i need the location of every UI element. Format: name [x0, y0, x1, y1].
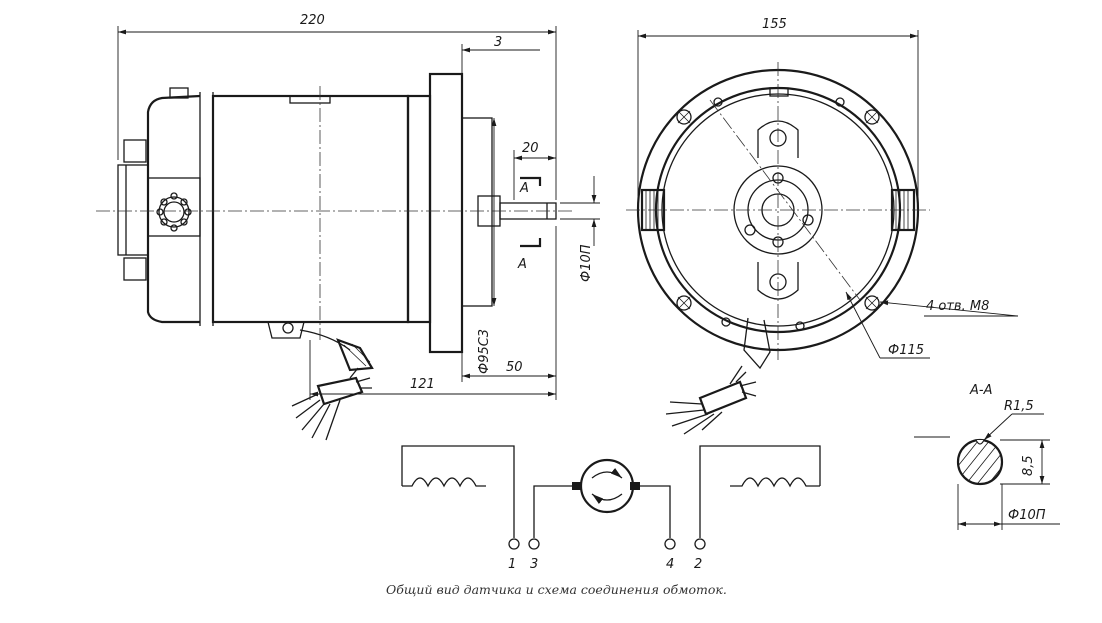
section-profile [956, 438, 1004, 486]
rear-flange [406, 94, 432, 324]
hub-outer [733, 165, 823, 255]
dim-flange-thickness: 3 [494, 35, 502, 50]
wire-bundle-front [665, 365, 757, 435]
left-coil [402, 477, 486, 488]
dim-bolt-circle: Ф115 [888, 343, 924, 358]
dim-pilot-diameter: Ф95С3 [477, 329, 492, 374]
wire-bundle-side [291, 367, 372, 441]
side-dimensions: 220 3 20 Ф10П Ф95С3 50 121 [117, 13, 600, 400]
top-lug [169, 87, 189, 99]
terminal-3 [528, 538, 540, 550]
left-winding-frame [401, 445, 515, 538]
dim-body-length: 121 [410, 377, 435, 392]
dim-pilot-length: 50 [506, 360, 523, 375]
terminal-block [117, 164, 149, 256]
dim-shaft-diameter: Ф10П [579, 244, 594, 282]
front-dimensions: 155 4 отв. М8 Ф115 [637, 17, 1019, 359]
section-diameter: Ф10П [1008, 508, 1046, 523]
dim-shaft-length: 20 [522, 141, 539, 156]
pilot [461, 117, 493, 307]
terminal-label-1: 1 [508, 557, 516, 572]
motor-body [211, 94, 410, 324]
mounting-flange [428, 72, 464, 354]
front-view [626, 62, 930, 435]
section-marker-bottom: А [517, 257, 527, 272]
terminal-label-3: 3 [530, 557, 538, 572]
section-marker-top: А [519, 181, 529, 196]
connector-plate [147, 177, 201, 237]
terminal-2 [694, 538, 706, 550]
front-cable [743, 317, 771, 370]
section-radius: R1,5 [1004, 399, 1034, 414]
bracket-top [757, 120, 799, 158]
section-title: А-А [969, 383, 992, 398]
section-aa: А-А 8,5 R1,5 Ф10П [914, 383, 1060, 530]
section-flat-height: 8,5 [1021, 455, 1036, 476]
bottom-lug [267, 321, 305, 339]
rear-cap [146, 94, 201, 324]
terminal-label-4: 4 [666, 557, 674, 572]
dim-outer-diameter: 155 [762, 17, 787, 32]
cable-upper [336, 338, 374, 372]
knob-left [640, 188, 666, 232]
wiring-schematic: 1 3 4 2 [401, 445, 821, 572]
label-mounting-holes: 4 отв. М8 [926, 299, 989, 314]
dim-overall-length: 220 [300, 13, 325, 28]
terminal-label-2: 2 [694, 557, 702, 572]
terminal-1 [508, 538, 520, 550]
terminal-4 [664, 538, 676, 550]
mounting-holes [676, 109, 880, 311]
side-view: А А [96, 72, 575, 441]
figure-caption: Общий вид датчика и схема соединения обм… [386, 582, 727, 597]
right-coil [730, 477, 820, 488]
right-winding-frame [699, 445, 821, 538]
rotor-symbol [579, 458, 635, 514]
